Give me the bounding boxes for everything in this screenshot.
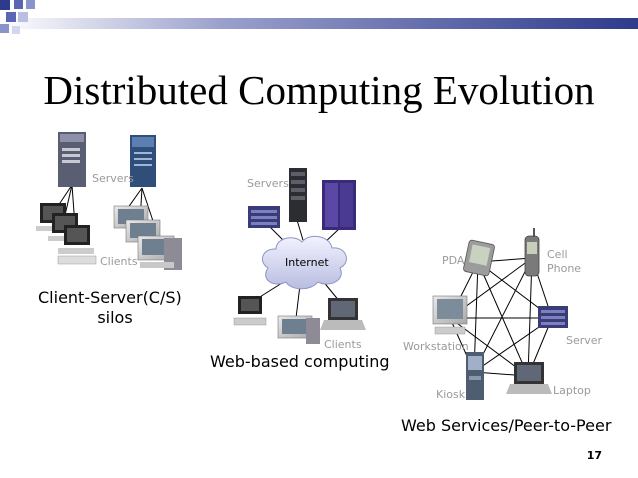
cell-phone-label-line1: Cell xyxy=(547,248,568,261)
laptop-label: Laptop xyxy=(553,384,591,397)
internet-label: Internet xyxy=(285,256,329,269)
server-label: Server xyxy=(566,334,603,347)
page-number: 17 xyxy=(586,449,602,462)
laptop-icon xyxy=(506,362,552,394)
kiosk-label: Kiosk xyxy=(436,388,466,401)
web-caption: Web-based computing xyxy=(210,352,390,371)
web-server-rack-small xyxy=(248,206,280,228)
web-client-pc-left xyxy=(233,296,267,326)
cs-server-tower-1 xyxy=(58,132,86,187)
cs-clients-label: Clients xyxy=(100,255,138,268)
cell-phone-label-line2: Phone xyxy=(547,262,582,275)
cell-phone-icon xyxy=(524,228,540,277)
corner-squares xyxy=(0,0,35,34)
cs-client-workstations-right xyxy=(113,205,182,270)
pda-label: PDA xyxy=(442,254,465,267)
internet-cloud-icon xyxy=(261,235,347,290)
cs-servers-label: Servers xyxy=(92,172,134,185)
kiosk-icon xyxy=(466,352,484,400)
web-server-cabinet xyxy=(322,180,356,230)
web-server-tower xyxy=(289,168,307,222)
web-clients-label: Clients xyxy=(324,338,362,351)
pda-icon xyxy=(463,239,495,277)
cs-server-tower-2 xyxy=(130,135,156,187)
slide-title: Distributed Computing Evolution xyxy=(43,67,595,113)
header-banner xyxy=(0,18,638,29)
server-icon xyxy=(538,306,568,328)
workstation-label: Workstation xyxy=(403,340,469,353)
workstation-icon xyxy=(432,295,468,335)
web-client-workstation-mid xyxy=(277,315,320,344)
cs-caption-line1: Client-Server(C/S) xyxy=(38,288,182,307)
web-client-laptop xyxy=(320,298,366,330)
p2p-caption: Web Services/Peer-to-Peer xyxy=(401,416,612,435)
cs-client-pcs-left xyxy=(36,203,97,265)
cs-caption-line2: silos xyxy=(97,308,133,327)
web-servers-label: Servers xyxy=(247,177,289,190)
